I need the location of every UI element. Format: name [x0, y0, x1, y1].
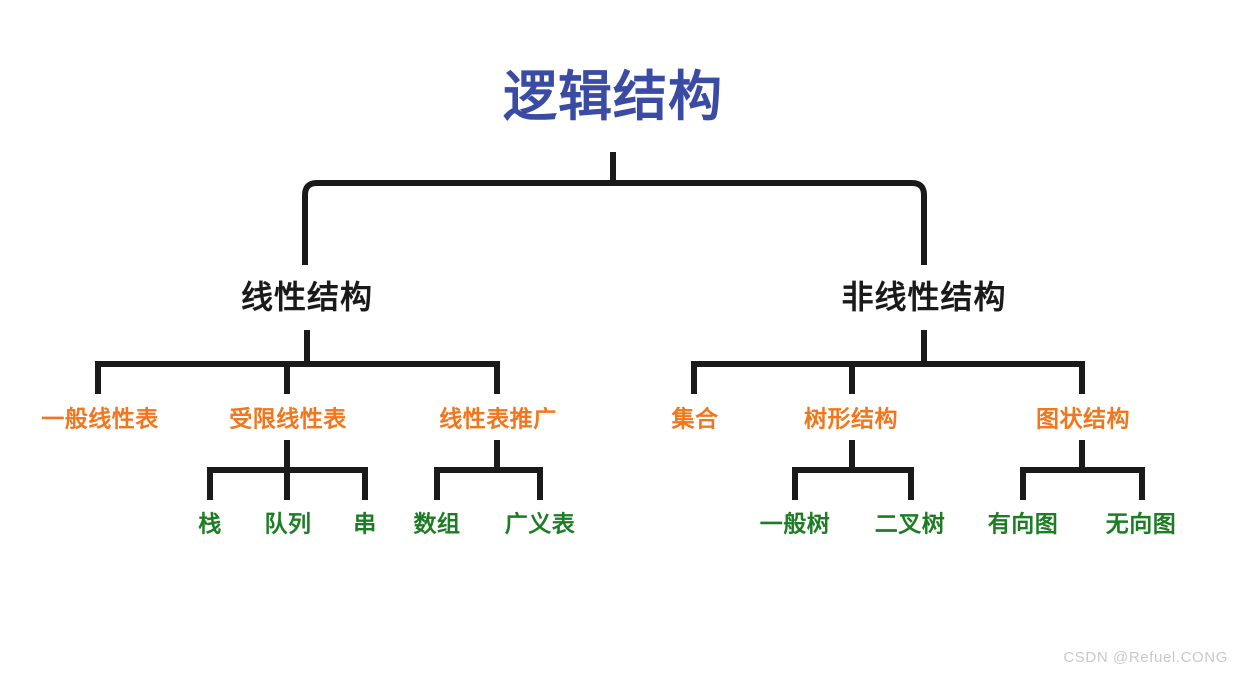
node-restricted-linear-list: 受限线性表 [229, 405, 347, 432]
node-linear-list-extension: 线性表推广 [439, 405, 557, 432]
node-set: 集合 [671, 405, 719, 432]
node-generalized-list: 广义表 [504, 510, 576, 537]
node-stack: 栈 [198, 510, 222, 537]
node-general-linear-list: 一般线性表 [41, 405, 159, 432]
wire-linear-bracket [95, 361, 500, 394]
wire-graph-bracket [1020, 467, 1145, 500]
node-undirected-graph: 无向图 [1105, 510, 1177, 537]
node-array: 数组 [413, 510, 461, 537]
node-directed-graph: 有向图 [987, 510, 1059, 537]
wire-restricted-bracket [207, 467, 368, 500]
node-general-tree: 一般树 [759, 510, 831, 537]
node-binary-tree: 二叉树 [874, 510, 946, 537]
node-queue: 队列 [264, 510, 312, 537]
wire-nonlinear-bracket [691, 361, 1085, 394]
node-string: 串 [353, 510, 377, 537]
node-root: 逻辑结构 [503, 67, 723, 127]
wire-extension-bracket [434, 467, 543, 500]
wire-tree-bracket [792, 467, 914, 500]
node-nonlinear: 非线性结构 [841, 279, 1007, 315]
node-tree-structure: 树形结构 [804, 405, 898, 432]
watermark-text: CSDN @Refuel.CONG [1063, 649, 1228, 666]
node-graph-structure: 图状结构 [1036, 405, 1130, 432]
node-linear: 线性结构 [240, 279, 374, 315]
wire-root-bracket [302, 180, 927, 265]
